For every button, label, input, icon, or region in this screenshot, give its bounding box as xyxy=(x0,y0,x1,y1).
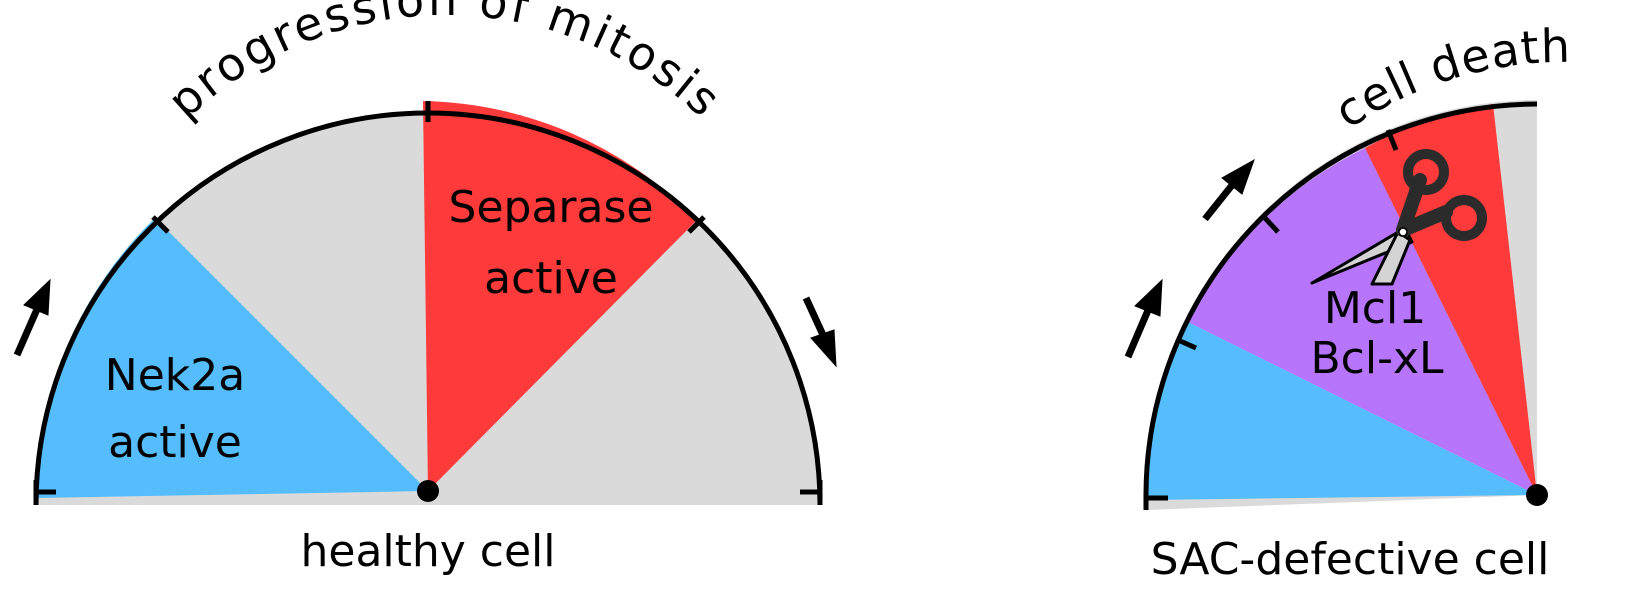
right-gauge-pivot xyxy=(1526,484,1548,506)
left-gauge: progression of mitosis Nek2a active Sepa… xyxy=(13,0,837,577)
right-gauge: cell death Mcl1 Bcl-xL SAC-defective cel… xyxy=(1124,19,1571,585)
left-gauge-pivot xyxy=(417,480,439,502)
healthy-cell-caption: healthy cell xyxy=(300,526,555,577)
left-up-arrow-icon xyxy=(13,278,51,357)
left-sector-nek2a xyxy=(36,218,428,498)
left-down-arrow-icon xyxy=(802,296,837,368)
separase-label-line1: Separase xyxy=(449,182,654,233)
mcl1-label: Mcl1 xyxy=(1324,283,1426,334)
scissors-icon xyxy=(1310,149,1487,286)
left-sector-separase xyxy=(423,101,697,491)
sac-defective-cell-caption: SAC-defective cell xyxy=(1151,534,1550,585)
separase-label-line2: active xyxy=(484,253,618,304)
nek2a-label-line2: active xyxy=(108,417,242,468)
right-sector-mcl1-bclxl xyxy=(1188,148,1537,495)
right-up-arrow-icon-lower xyxy=(1124,278,1163,359)
nek2a-label-line1: Nek2a xyxy=(105,350,245,401)
bclxl-label: Bcl-xL xyxy=(1310,333,1444,384)
right-gauge-ticks xyxy=(1148,129,1399,501)
right-gauge-outline xyxy=(1143,101,1538,510)
left-gauge-ticks xyxy=(33,101,823,505)
right-sector-blue xyxy=(1145,322,1537,500)
right-up-arrow-icon-upper xyxy=(1202,158,1255,222)
